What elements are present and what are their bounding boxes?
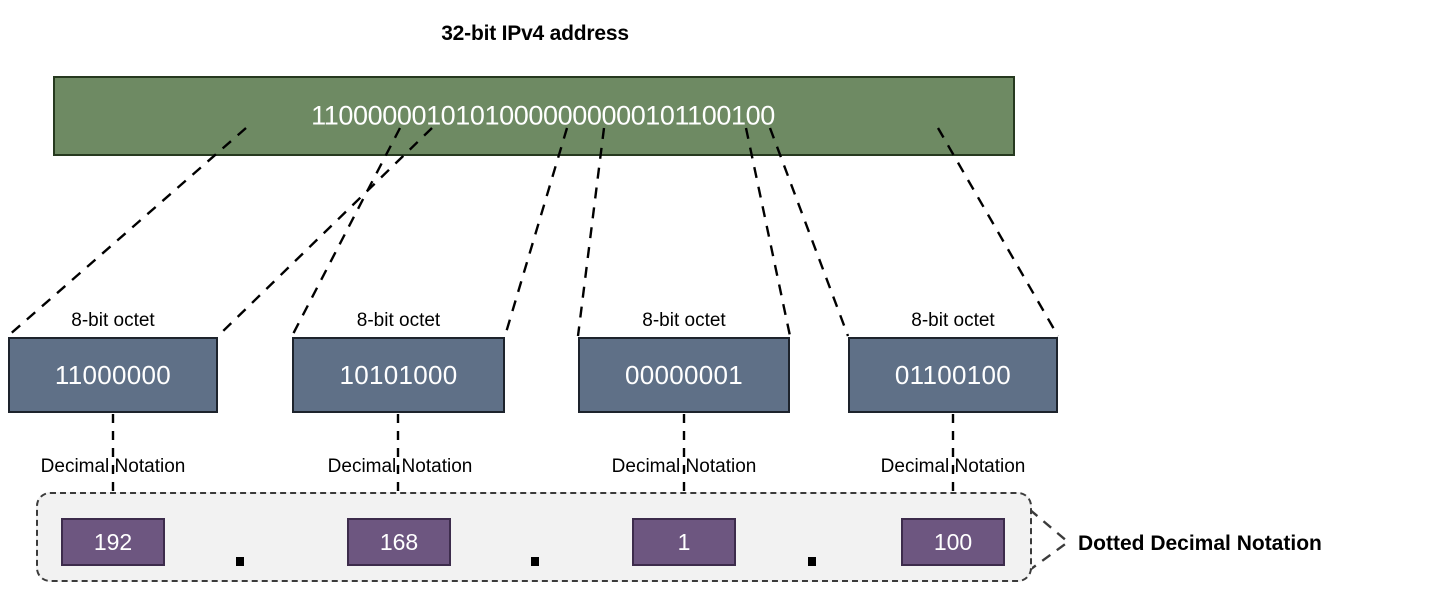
- decimal-box-4: 100: [901, 518, 1005, 566]
- decimal-notation-label-4: Decimal Notation: [880, 456, 1026, 477]
- decimal-notation-label-3: Decimal Notation: [611, 456, 757, 477]
- diagram-title: 32-bit IPv4 address: [441, 22, 629, 45]
- decimal-box-1: 192: [61, 518, 165, 566]
- dot-separator-2: [531, 557, 539, 566]
- octet-caption-1: 8-bit octet: [71, 310, 155, 331]
- octet-bits-2: 10101000: [339, 359, 458, 390]
- octet-bits-4: 01100100: [894, 359, 1012, 390]
- dotted-decimal-notation-label: Dotted Decimal Notation: [1078, 532, 1322, 555]
- octet-caption-2: 8-bit octet: [356, 310, 441, 331]
- octet-caption-3: 8-bit octet: [642, 310, 726, 331]
- octet-box-1: 11000000: [8, 337, 218, 413]
- decimal-value-2: 168: [379, 528, 419, 555]
- decimal-box-2: 168: [347, 518, 451, 566]
- octet-box-3: 00000001: [578, 337, 790, 413]
- ipv4-binary-string: 11000000101010000000000101100100: [311, 100, 775, 131]
- decimal-value-4: 100: [933, 528, 973, 555]
- octet-box-2: 10101000: [292, 337, 505, 413]
- decimal-notation-label-1: Decimal Notation: [40, 456, 186, 477]
- octet-box-4: 01100100: [848, 337, 1058, 413]
- octet-bits-3: 00000001: [624, 359, 744, 390]
- decimal-value-1: 192: [93, 528, 133, 555]
- ipv4-binary-bar: 11000000101010000000000101100100: [53, 76, 1015, 156]
- octet-caption-4: 8-bit octet: [911, 310, 995, 331]
- decimal-notation-label-2: Decimal Notation: [327, 456, 473, 477]
- dot-separator-1: [236, 557, 244, 566]
- dotted-decimal-container: [36, 492, 1032, 582]
- decimal-box-3: 1: [632, 518, 736, 566]
- octet-bits-1: 11000000: [54, 359, 172, 390]
- dot-separator-3: [808, 557, 816, 566]
- decimal-value-3: 1: [677, 528, 691, 555]
